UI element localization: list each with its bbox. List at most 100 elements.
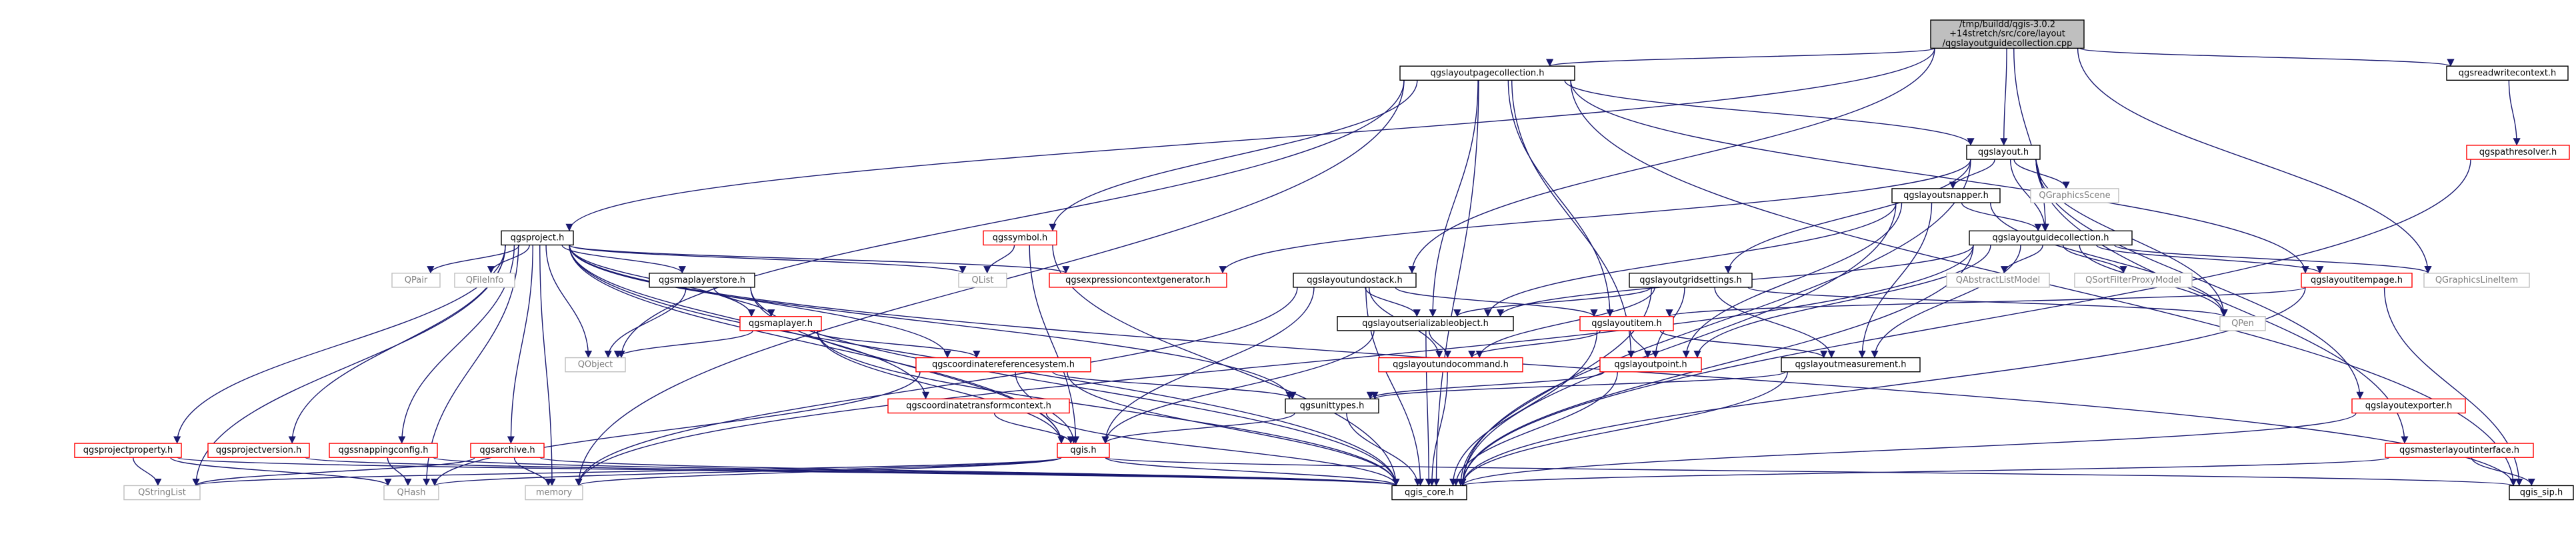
node-ctc[interactable]: qgscoordinatetransformcontext.h: [887, 398, 1070, 414]
node-qgish[interactable]: qgis.h: [1057, 443, 1110, 458]
node-layout[interactable]: qgslayout.h: [1966, 145, 2041, 160]
node-snapper[interactable]: qgslayoutsnapper.h: [1891, 188, 2001, 203]
node-box: [1057, 443, 1110, 458]
edge-maplayerstore-to-qobject: [604, 287, 687, 359]
node-abstractlistmodel[interactable]: QAbstractListModel: [1946, 273, 2050, 288]
node-qhash[interactable]: QHash: [383, 485, 439, 501]
edge-layout-to-gridsettings: [1724, 159, 1971, 274]
edge-serializable-to-qgiscore: [1425, 330, 1433, 487]
edge-maplayer-to-qgiscore: [817, 330, 1400, 487]
node-undocommand[interactable]: qgslayoutundocommand.h: [1378, 357, 1523, 373]
node-box: [1579, 316, 1674, 331]
node-qgiscore[interactable]: qgis_core.h: [1391, 485, 1467, 501]
node-box: [525, 485, 583, 501]
node-projectversion[interactable]: qgsprojectversion.h: [207, 443, 310, 458]
node-sortfilter[interactable]: QSortFilterProxyModel: [2074, 273, 2193, 288]
node-qpen[interactable]: QPen: [2219, 316, 2266, 331]
node-graphicsscene[interactable]: QGraphicsScene: [2030, 188, 2119, 203]
edge-guidecollection-to-point: [1693, 245, 1991, 359]
edge-layoutitem-to-measurement: [1659, 330, 1828, 359]
node-graphicslineitem[interactable]: QGraphicsLineItem: [2423, 273, 2530, 288]
node-itempage[interactable]: qgslayoutitempage.h: [2301, 273, 2413, 288]
node-layoutitem[interactable]: qgslayoutitem.h: [1579, 316, 1674, 331]
node-label: qgslayoutgridsettings.h: [1639, 275, 1742, 285]
node-qpair[interactable]: QPair: [391, 273, 441, 288]
node-root[interactable]: /tmp/buildd/qgis-3.0.2+14stretch/src/cor…: [1930, 19, 2085, 49]
edge-layoutitem-to-undocommand: [1468, 330, 1601, 359]
edge-project-to-qobject: [545, 245, 593, 359]
node-label: qgsprojectversion.h: [216, 445, 301, 455]
node-box: [1378, 357, 1523, 373]
edge-readwritecontext-to-pathresolver: [2508, 80, 2521, 146]
node-qstringlist[interactable]: QStringList: [123, 485, 201, 501]
node-unittypes[interactable]: qgsunittypes.h: [1285, 398, 1379, 414]
edge-snapper-to-serializable: [1484, 203, 1897, 317]
node-qobject[interactable]: QObject: [565, 357, 626, 373]
edge-archive-to-memory: [513, 457, 553, 487]
node-box: [1399, 65, 1575, 81]
edge-ctc-to-qgish: [993, 413, 1075, 444]
edge-guidecollection-to-measurement: [1871, 245, 2021, 359]
node-label: qgslayoutundocommand.h: [1393, 360, 1509, 370]
edge-projectproperty-to-qgiscore: [177, 457, 1399, 487]
node-memory[interactable]: memory: [525, 485, 583, 501]
node-symbol[interactable]: qgssymbol.h: [983, 230, 1057, 246]
node-label: qgsmasterlayoutinterface.h: [2399, 445, 2519, 455]
node-box: [2509, 485, 2574, 501]
edge-root-to-readwritecontext: [2079, 47, 2455, 67]
edge-snapper-to-qpen: [1990, 203, 2228, 317]
node-label: qgsexpressioncontextgenerator.h: [1065, 275, 1211, 285]
node-point[interactable]: qgslayoutpoint.h: [1599, 357, 1702, 373]
node-box: [887, 398, 1070, 414]
node-serializable[interactable]: qgslayoutserializableobject.h: [1337, 316, 1514, 331]
node-guidecollection[interactable]: qgslayoutguidecollection.h: [1969, 230, 2133, 246]
node-qgissip[interactable]: qgis_sip.h: [2509, 485, 2574, 501]
edge-layout-to-exprctxgen: [1219, 159, 1971, 274]
edge-crs-to-unittypes: [1052, 371, 1297, 400]
node-measurement[interactable]: qgslayoutmeasurement.h: [1781, 357, 1921, 373]
node-exprctxgen[interactable]: qgsexpressioncontextgenerator.h: [1049, 273, 1227, 288]
node-box: [2030, 188, 2119, 203]
node-readwritecontext[interactable]: qgsreadwritecontext.h: [2446, 65, 2569, 81]
node-crs[interactable]: qgscoordinatereferencesystem.h: [915, 357, 1091, 373]
node-archive[interactable]: qgsarchive.h: [470, 443, 545, 458]
node-pathresolver[interactable]: qgspathresolver.h: [2466, 145, 2570, 160]
edge-measurement-to-unittypes: [1371, 371, 1786, 400]
edge-snapper-to-qgiscore: [1459, 203, 1897, 487]
edge-snapper-to-point: [1682, 203, 1903, 359]
edge-guidecollection-to-sortfilter: [2062, 245, 2127, 274]
node-label: qgsarchive.h: [479, 445, 535, 455]
node-exporter[interactable]: qgslayoutexporter.h: [2351, 398, 2466, 414]
edge-archive-to-qstringlist: [192, 457, 475, 487]
edge-projectproperty-to-qhash: [170, 457, 392, 487]
node-pagecollection[interactable]: qgslayoutpagecollection.h: [1399, 65, 1575, 81]
node-maplayer[interactable]: qgsmaplayer.h: [739, 316, 822, 331]
node-masterlayout[interactable]: qgsmasterlayoutinterface.h: [2385, 443, 2534, 458]
node-snappingconfig[interactable]: qgssnappingconfig.h: [329, 443, 438, 458]
node-maplayerstore[interactable]: qgsmaplayerstore.h: [649, 273, 755, 288]
node-projectproperty[interactable]: qgsprojectproperty.h: [74, 443, 182, 458]
node-label: qgis_core.h: [1405, 488, 1454, 498]
edge-serializable-to-qgish: [1101, 330, 1375, 444]
node-project[interactable]: qgsproject.h: [501, 230, 574, 246]
node-label: QAbstractListModel: [1956, 275, 2041, 285]
node-label: qgssnappingconfig.h: [338, 445, 428, 455]
edge-project-to-qfileinfo: [487, 245, 530, 274]
node-qlist[interactable]: QList: [958, 273, 1007, 288]
node-label: qgsmaplayerstore.h: [659, 275, 745, 285]
node-label: QGraphicsScene: [2039, 191, 2110, 201]
node-box: [391, 273, 441, 288]
node-label: /tmp/buildd/qgis-3.0.2: [1959, 20, 2055, 30]
edge-project-to-unittypes: [569, 245, 1293, 399]
node-label: QGraphicsLineItem: [2435, 275, 2518, 285]
node-box: [1337, 316, 1514, 331]
node-box: [74, 443, 182, 458]
node-label: qgsproject.h: [511, 233, 565, 243]
node-qfileinfo[interactable]: QFileInfo: [454, 273, 515, 288]
node-label: memory: [536, 488, 573, 498]
node-label: QHash: [397, 488, 426, 498]
edge-root-to-graphicslineitem: [2077, 48, 2432, 274]
node-gridsettings[interactable]: qgslayoutgridsettings.h: [1629, 273, 1753, 288]
node-box: [123, 485, 201, 501]
node-undostack[interactable]: qgslayoutundostack.h: [1293, 273, 1417, 288]
